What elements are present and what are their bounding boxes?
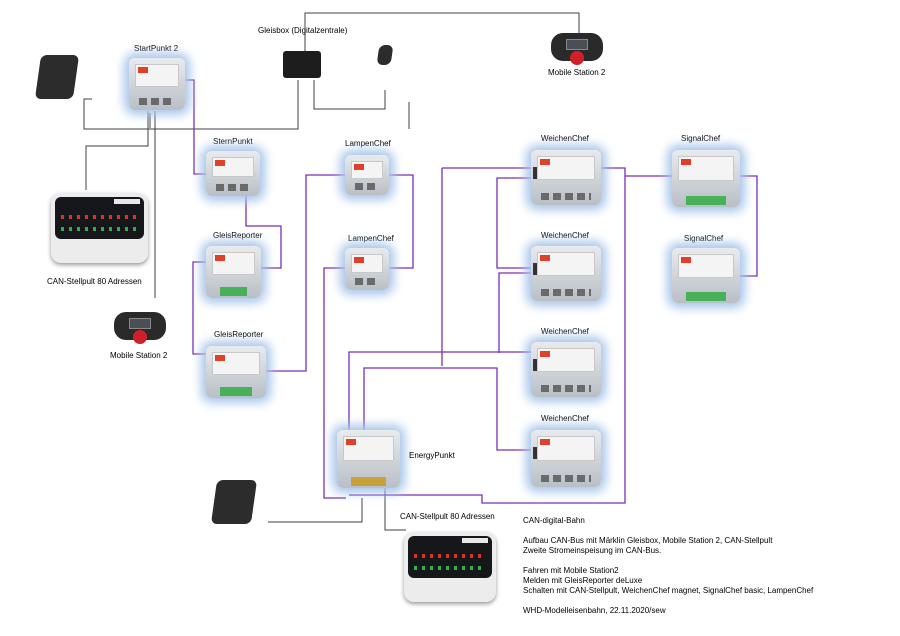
sternpunkt-module[interactable] (206, 151, 260, 196)
lampenchef-2-label: LampenChef (348, 234, 394, 243)
bus-lampen1-lampen2 (388, 174, 414, 269)
stellpult-left[interactable] (51, 193, 148, 263)
weichenchef-2-module[interactable] (531, 246, 601, 301)
can-bus-wires (182, 79, 758, 504)
circuit-module-icon (138, 67, 148, 73)
bus-reporter1-reporter2 (192, 261, 207, 355)
description-line3: Fahren mit Mobile Station2 (523, 566, 619, 575)
stellpult-bottom[interactable] (404, 532, 496, 602)
energypunkt-label: EnergyPunkt (409, 451, 455, 460)
description-title: CAN-digital-Bahn (523, 516, 585, 525)
bus-loop-bottom (349, 176, 626, 504)
gleisreporter-1-module[interactable] (206, 246, 261, 298)
bus-weichen1-weichen2 (496, 177, 531, 269)
weichenchef-2-label: WeichenChef (541, 231, 589, 240)
description-line1: Aufbau CAN-Bus mit Märklin Gleisbox, Mob… (523, 536, 773, 545)
power-supply-bottom (210, 480, 258, 524)
description-block: CAN-digital-Bahn Aufbau CAN-Bus mit Märk… (523, 516, 813, 616)
weichenchef-3-label: WeichenChef (541, 327, 589, 336)
description-line2: Zweite Stromeinspeisung im CAN-Bus. (523, 546, 662, 555)
control-panel-icon (61, 215, 138, 237)
bus-lampen2-energypunkt (323, 267, 346, 499)
gleisreporter-2-label: GleisReporter (214, 330, 264, 339)
weichenchef-4-module[interactable] (531, 430, 601, 487)
bus-energypunkt-weichen4 (363, 367, 531, 451)
signalchef-1-module[interactable] (672, 150, 740, 207)
stellpult-left-label: CAN-Stellpult 80 Adressen (47, 277, 142, 286)
wire-gleisbox-power (313, 80, 386, 110)
wire-psu-energypunkt (268, 498, 363, 523)
stellpult-bottom-label: CAN-Stellpult 80 Adressen (400, 512, 495, 521)
ms2-top-label: Mobile Station 2 (548, 68, 606, 77)
description-line6: WHD-Modelleisenbahn, 22.11.2020/sew (523, 606, 666, 615)
ms2-left-label: Mobile Station 2 (110, 351, 168, 360)
description-line5: Schalten mit CAN-Stellpult, WeichenChef … (523, 586, 814, 595)
wire-gleisbox-ms2-top (304, 12, 580, 52)
bus-reporter2-lampen1 (265, 174, 346, 372)
bus-weichen2-weichen3 (498, 272, 531, 353)
wire-energypunkt-stellpult (384, 488, 406, 531)
wire-psu-startpunkt (83, 80, 299, 130)
gleisbox-label: Gleisbox (Digitalzentrale) (258, 26, 348, 35)
lampenchef-1-module[interactable] (345, 155, 389, 195)
wire-startpunkt-stellpult (85, 111, 149, 190)
startpunkt-module[interactable] (129, 58, 185, 110)
weichenchef-1-module[interactable] (531, 150, 601, 205)
bus-sternpunkt-reporter1 (245, 196, 282, 269)
bus-weichen1-signal1 (601, 167, 672, 177)
description-line4: Melden mit GleisReporter deLuxe (523, 576, 643, 585)
sternpunkt-label: SternPunkt (213, 137, 253, 146)
signalchef-1-label: SignalChef (681, 134, 721, 143)
weichenchef-4-label: WeichenChef (541, 414, 589, 423)
mobile-station-top[interactable] (551, 33, 603, 65)
signalchef-2-label: SignalChef (684, 234, 724, 243)
signalchef-2-module[interactable] (672, 248, 740, 303)
bus-signal1-signal2 (740, 175, 758, 277)
gleisreporter-2-module[interactable] (206, 346, 266, 398)
bus-startpunkt-sternpunkt (182, 79, 206, 175)
gleisreporter-1-label: GleisReporter (213, 231, 263, 240)
bus-energypunkt-weichen3 (348, 351, 532, 430)
gleisbox-device[interactable] (283, 51, 321, 78)
power-supply-top (34, 55, 80, 99)
energypunkt-module[interactable] (337, 430, 400, 488)
startpunkt-label: StartPunkt 2 (134, 44, 179, 53)
mobile-station-left[interactable] (114, 312, 166, 344)
weichenchef-1-label: WeichenChef (541, 134, 589, 143)
power-wires (83, 12, 580, 531)
mobile-station-icon (565, 38, 589, 51)
lampenchef-2-module[interactable] (345, 248, 389, 290)
lampenchef-1-label: LampenChef (345, 139, 391, 148)
weichenchef-3-module[interactable] (531, 342, 601, 397)
